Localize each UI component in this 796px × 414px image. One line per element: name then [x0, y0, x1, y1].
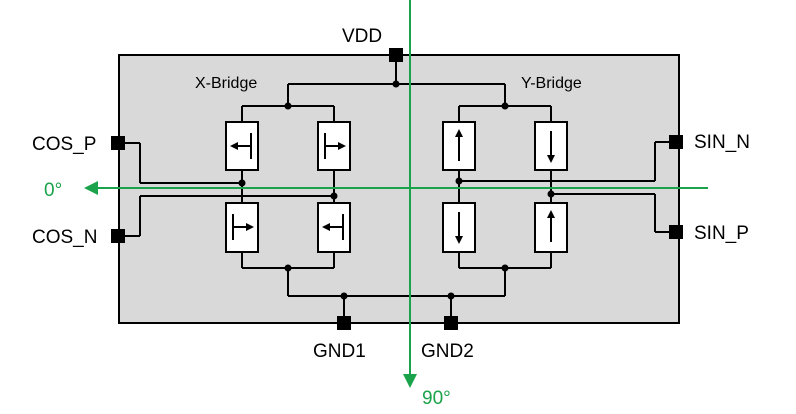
x-bridge-label: X-Bridge [195, 75, 257, 92]
sin-p-label: SIN_P [694, 223, 749, 244]
cos-p-pin-pad [111, 136, 125, 150]
gnd2-label: GND2 [421, 341, 474, 362]
cos-p-label: COS_P [32, 134, 96, 155]
angle-90-label: 90° [422, 388, 451, 409]
vdd-label: VDD [342, 26, 382, 47]
y-bridge-resistor-top-right [534, 121, 568, 171]
angle-axes [84, 0, 708, 388]
sin-p-pin-pad [669, 225, 683, 239]
x-bridge-resistor-top-right [317, 121, 351, 171]
x-bridge-resistor-bottom-right [317, 202, 351, 253]
sin-n-label: SIN_N [694, 132, 750, 153]
y-bridge-label: Y-Bridge [521, 75, 582, 92]
x-bridge-resistor-top-left [225, 121, 259, 171]
sin-n-pin-pad [669, 135, 683, 149]
cos-n-label: COS_N [32, 227, 97, 248]
pin-pads [111, 48, 683, 330]
x-bridge-resistor-bottom-left [225, 202, 259, 253]
wires [118, 55, 676, 322]
gnd1-label: GND1 [313, 341, 366, 362]
junction-dots [238, 80, 555, 300]
vdd-pin-pad [389, 48, 403, 62]
y-bridge-resistor-bottom-left [442, 202, 476, 253]
cos-n-pin-pad [111, 229, 125, 243]
gnd1-pin-pad [337, 316, 351, 330]
y-bridge-resistor-top-left [442, 121, 476, 171]
angle-0-label: 0° [44, 180, 62, 201]
gnd2-pin-pad [444, 316, 458, 330]
y-bridge-resistor-bottom-right [534, 202, 568, 253]
